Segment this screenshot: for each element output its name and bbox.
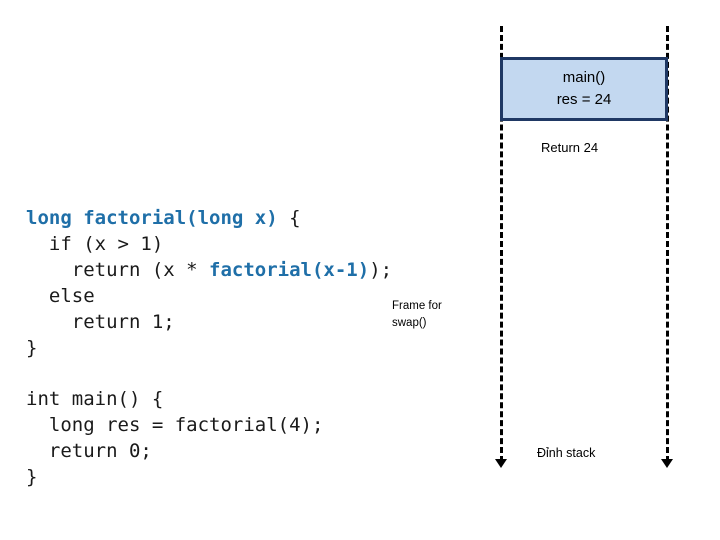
code-token: if (x > 1): [26, 233, 164, 255]
code-line: }: [26, 464, 323, 490]
stack-frame-detail: res = 24: [556, 91, 612, 108]
frame-for-swap-annotation: Frame for swap(): [392, 298, 442, 332]
code-line: if (x > 1): [26, 231, 392, 257]
code-token: long res = factorial(4);: [26, 414, 324, 436]
code-token: long factorial(long x): [26, 207, 290, 229]
code-block-main: int main() { long res = factorial(4); re…: [26, 386, 323, 490]
code-token: else: [26, 285, 95, 307]
frame-for-swap-line-1: Frame for: [392, 300, 442, 312]
frame-for-swap-line-2: swap(): [392, 317, 427, 329]
stack-rail-left: [500, 26, 503, 462]
stack-frame-title: main(): [562, 69, 606, 86]
code-line: }: [26, 335, 392, 361]
code-line: long factorial(long x) {: [26, 205, 392, 231]
code-line: return (x * factorial(x-1));: [26, 257, 392, 283]
stack-rail-right-arrow-icon: [661, 459, 673, 468]
return-value-label: Return 24: [541, 140, 599, 155]
code-token: return 0;: [26, 440, 152, 462]
code-token: );: [369, 259, 393, 281]
stack-top-label: Đỉnh stack: [537, 446, 596, 460]
stack-rail-left-arrow-icon: [495, 459, 507, 468]
code-token: }: [26, 466, 38, 488]
code-block-factorial: long factorial(long x) { if (x > 1) retu…: [26, 205, 392, 361]
code-token: factorial(x-1): [209, 259, 370, 281]
code-token: }: [26, 337, 38, 359]
code-line: int main() {: [26, 386, 323, 412]
stack-rail-right: [666, 26, 669, 462]
code-line: long res = factorial(4);: [26, 412, 324, 438]
code-token: return (x *: [26, 259, 210, 281]
code-token: return 1;: [26, 311, 175, 333]
code-line: return 0;: [26, 438, 323, 464]
code-token: {: [289, 207, 301, 229]
code-line: return 1;: [26, 309, 392, 335]
code-line: else: [26, 283, 392, 309]
code-token: int main() {: [26, 388, 164, 410]
stack-frame-main: main() res = 24: [500, 57, 668, 121]
